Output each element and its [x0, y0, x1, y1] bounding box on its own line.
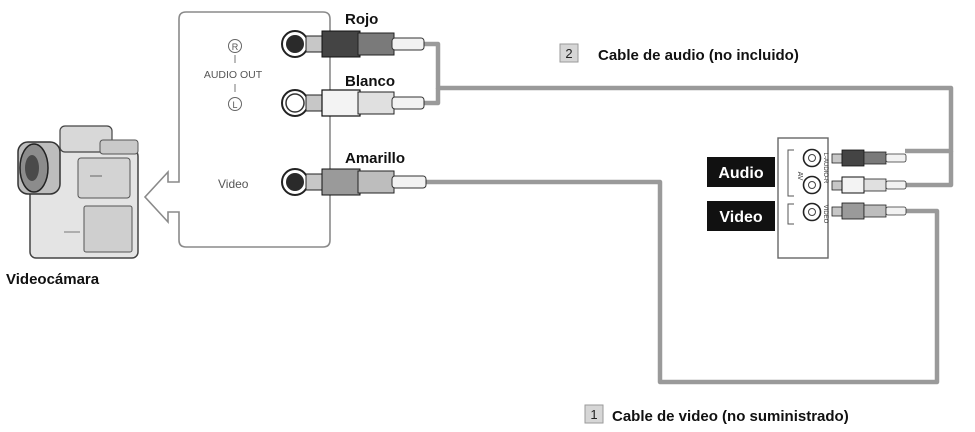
tv-video-small-text: VIDEO: [822, 205, 828, 224]
audio-cable-number: 2: [565, 46, 572, 61]
video-tag-box: [707, 201, 775, 231]
yellow-plug: [305, 168, 427, 196]
right-channel-mark: [228, 39, 242, 53]
right-channel-mark-text: R: [232, 42, 239, 52]
camcorder-icon: [17, 125, 139, 259]
audio-out-r-jack: [281, 30, 309, 58]
red-plug-label: Rojo: [345, 11, 378, 28]
yellow-plug-label: Amarillo: [345, 150, 405, 167]
white-plug-label: Blanco: [345, 73, 395, 90]
audio-cable-white: [424, 88, 441, 106]
left-channel-mark-text: L: [232, 100, 237, 110]
tv-red-plug: [831, 149, 907, 167]
red-plug: [305, 30, 425, 58]
tv-av-text: AV: [796, 172, 803, 181]
video-cable-number: 1: [590, 407, 597, 422]
panel-video-label: Video: [218, 177, 249, 191]
audio-out-label: AUDIO OUT: [204, 69, 263, 81]
audio-out-l-jack: [281, 89, 309, 117]
tv-audio-l-jack: [802, 175, 822, 195]
white-plug: [305, 89, 425, 117]
video-tag: Video: [719, 209, 763, 226]
camcorder-label: Videocámara: [6, 271, 100, 288]
audio-cable-number-box: [559, 43, 579, 63]
tv-white-plug: [831, 176, 907, 194]
tv-audio-lr-text: L-AUDIO-R: [822, 153, 828, 184]
audio-tag: Audio: [718, 165, 764, 182]
audio-cable-white-tv: [905, 151, 954, 188]
audio-tag-box: [707, 157, 775, 187]
video-cable-number-box: [584, 404, 604, 424]
tv-yellow-plug: [831, 202, 907, 220]
tv-audio-r-jack: [802, 148, 822, 168]
audio-cable-red: [424, 41, 954, 154]
video-cable-label: Cable de video (no suministrado): [612, 408, 849, 425]
video-out-jack: [281, 168, 309, 196]
tv-video-jack: [802, 202, 822, 222]
audio-cable-label: Cable de audio (no incluido): [598, 47, 799, 64]
left-channel-mark: [228, 97, 242, 111]
video-cable: [426, 179, 940, 385]
